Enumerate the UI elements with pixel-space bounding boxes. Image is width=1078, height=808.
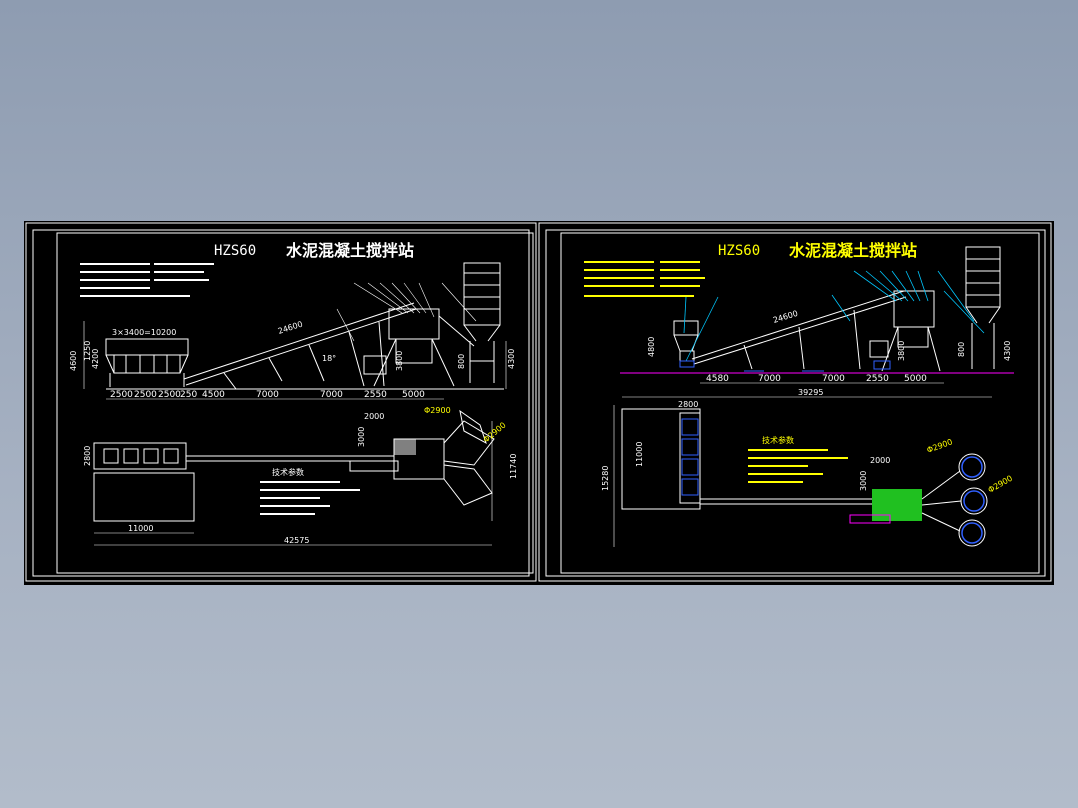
svg-text:250: 250 bbox=[180, 390, 197, 400]
svg-text:7000: 7000 bbox=[320, 390, 343, 400]
right-plan-blue-bins bbox=[681, 418, 699, 496]
svg-text:4300: 4300 bbox=[507, 349, 516, 369]
right-belt-conveyor bbox=[691, 290, 907, 370]
left-title: 水泥混凝土搅拌站 bbox=[286, 241, 414, 260]
svg-text:4600: 4600 bbox=[69, 351, 78, 371]
right-sheet-inner-border bbox=[545, 229, 1046, 577]
svg-text:2500: 2500 bbox=[110, 390, 133, 400]
left-cement-silo bbox=[463, 262, 501, 383]
left-belt-conveyor bbox=[183, 302, 417, 390]
left-aggregate-hopper bbox=[105, 338, 189, 387]
svg-text:4500: 4500 bbox=[202, 390, 225, 400]
right-legend-notes bbox=[584, 261, 705, 297]
left-height-dimensions: 4600 4200 1250 3800 800 4300 bbox=[69, 341, 516, 371]
left-plan-dim-3000: 3000 bbox=[357, 427, 366, 447]
left-tech-title: 技术参数 bbox=[272, 467, 304, 477]
right-blue-details bbox=[679, 360, 891, 372]
left-sheet-frame bbox=[56, 232, 534, 574]
right-sheet-frame bbox=[560, 232, 1040, 574]
right-cement-silo bbox=[965, 246, 1001, 369]
left-legend-notes bbox=[80, 263, 214, 297]
right-leader-lines bbox=[683, 270, 985, 362]
right-plan-silo-blue bbox=[961, 456, 985, 544]
right-plan-dim-2000: 2000 bbox=[870, 456, 890, 465]
left-plan-view bbox=[93, 409, 495, 522]
svg-text:3800: 3800 bbox=[395, 351, 404, 371]
cad-drawing-viewport[interactable]: HZS60 水泥混凝土搅拌站 3×3400=10200 bbox=[24, 221, 1054, 585]
left-plan-dim-2000: 2000 bbox=[364, 412, 384, 421]
svg-text:5000: 5000 bbox=[904, 374, 927, 384]
left-leader-lines bbox=[336, 282, 477, 342]
right-top-dimensions: 4580 7000 7000 2550 5000 bbox=[706, 374, 927, 384]
left-plan-dim-11740: 11740 bbox=[509, 454, 518, 479]
svg-text:2550: 2550 bbox=[866, 374, 889, 384]
left-sheet-outer-border bbox=[25, 222, 537, 582]
right-plan-mixer-green bbox=[872, 489, 922, 521]
right-plan-dim-3000: 3000 bbox=[859, 471, 868, 491]
right-plan-view bbox=[621, 408, 874, 510]
right-height-dimensions: 4800 3800 800 4300 bbox=[647, 337, 1012, 361]
right-tech-title: 技术参数 bbox=[762, 435, 794, 445]
left-sheet: HZS60 水泥混凝土搅拌站 3×3400=10200 bbox=[69, 241, 518, 546]
left-belt-angle: 18° bbox=[322, 354, 336, 363]
left-belt-length: 24600 bbox=[277, 319, 304, 335]
svg-text:5000: 5000 bbox=[402, 390, 425, 400]
svg-text:2550: 2550 bbox=[364, 390, 387, 400]
svg-text:4580: 4580 bbox=[706, 374, 729, 384]
right-mixing-tower bbox=[869, 290, 941, 372]
right-dia-label-1: Φ2900 bbox=[926, 437, 954, 455]
svg-text:800: 800 bbox=[457, 354, 466, 369]
left-sheet-inner-border bbox=[32, 229, 530, 577]
svg-text:7000: 7000 bbox=[256, 390, 279, 400]
svg-text:800: 800 bbox=[957, 342, 966, 357]
right-plan-dim-2800: 2800 bbox=[678, 400, 698, 409]
left-plan-dim-11000: 11000 bbox=[128, 524, 153, 533]
right-plan-dim-15280: 15280 bbox=[601, 466, 610, 491]
left-plan-dim-42575: 42575 bbox=[284, 536, 309, 545]
left-tech-notes bbox=[260, 481, 360, 515]
right-sheet-outer-border bbox=[538, 222, 1052, 582]
left-model-label: HZS60 bbox=[214, 243, 256, 259]
svg-text:2500: 2500 bbox=[134, 390, 157, 400]
left-dia-label-2: Φ2900 bbox=[482, 421, 508, 445]
left-plan-dim-2800: 2800 bbox=[83, 446, 92, 466]
left-mixing-tower bbox=[363, 308, 475, 387]
svg-text:7000: 7000 bbox=[758, 374, 781, 384]
cad-canvas: HZS60 水泥混凝土搅拌站 3×3400=10200 bbox=[25, 222, 1052, 582]
right-plan-silos bbox=[921, 453, 988, 547]
right-sheet: HZS60 水泥混凝土搅拌站 24600 bbox=[584, 241, 1014, 547]
svg-text:4800: 4800 bbox=[647, 337, 656, 357]
right-title: 水泥混凝土搅拌站 bbox=[789, 241, 917, 260]
right-plan-dim-39295: 39295 bbox=[798, 388, 823, 397]
right-plan-dim-11000: 11000 bbox=[635, 442, 644, 467]
svg-text:7000: 7000 bbox=[822, 374, 845, 384]
left-hopper-dimension: 3×3400=10200 bbox=[112, 328, 176, 337]
left-dia-label-1: Φ2900 bbox=[424, 406, 451, 415]
svg-text:1250: 1250 bbox=[83, 341, 92, 361]
right-tech-notes bbox=[748, 449, 848, 483]
svg-text:4300: 4300 bbox=[1003, 341, 1012, 361]
right-model-label: HZS60 bbox=[718, 243, 760, 259]
svg-text:4200: 4200 bbox=[91, 349, 100, 369]
svg-text:3800: 3800 bbox=[897, 341, 906, 361]
left-top-dimensions: 2500 2500 2500 250 4500 7000 7000 2550 5… bbox=[110, 390, 425, 400]
right-dia-label-2: Φ2900 bbox=[987, 474, 1015, 495]
right-belt-length: 24600 bbox=[772, 309, 799, 325]
svg-text:2500: 2500 bbox=[158, 390, 181, 400]
